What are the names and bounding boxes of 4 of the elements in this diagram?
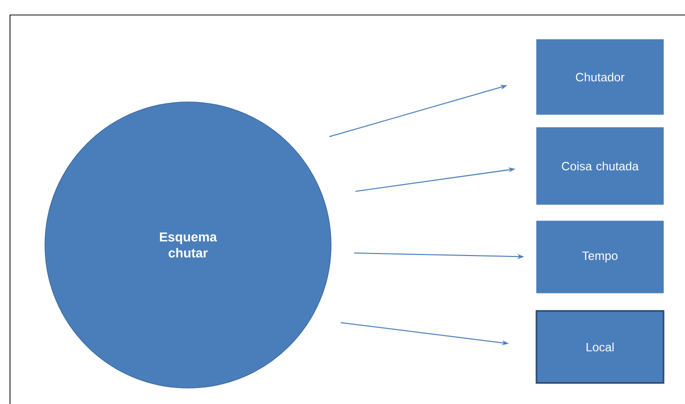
process-box: Chutador (536, 39, 664, 115)
process-box: Tempo (536, 220, 664, 294)
process-box: Coisa chutada (536, 127, 664, 205)
process-box: Local (536, 310, 664, 384)
